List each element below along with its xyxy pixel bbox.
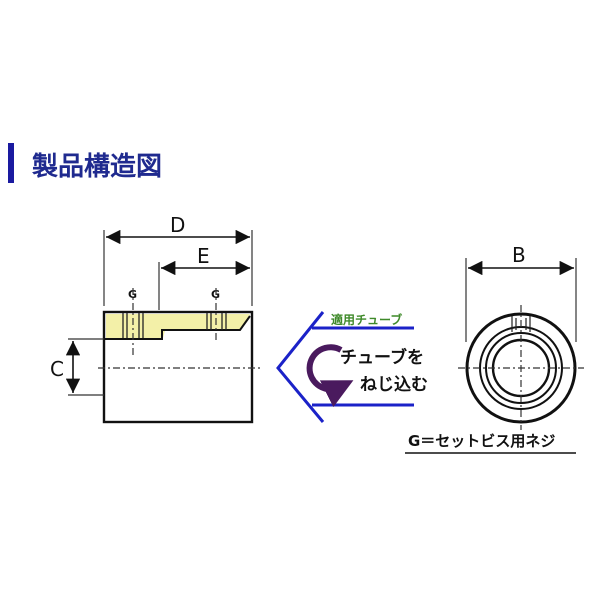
dimension-d-label: D <box>170 213 185 237</box>
section-title: 製品構造図 <box>32 152 162 182</box>
chevron-arrow-icon <box>276 311 325 423</box>
instruction-line-1: チューブを <box>340 347 424 368</box>
insertion-guide: 適用チューブ チューブを ねじ込む <box>276 311 428 423</box>
front-view: B <box>458 243 584 430</box>
body-outline <box>102 310 254 424</box>
threaded-section <box>106 314 250 338</box>
dimension-c-label: C <box>50 357 64 381</box>
instruction-line-2: ねじ込む <box>360 375 428 395</box>
title-accent-bar <box>8 143 14 183</box>
screw-legend: G＝セットビス用ネジ <box>408 432 555 450</box>
side-view: D E G G C <box>50 213 262 424</box>
dimension-b-label: B <box>512 243 526 267</box>
tube-label: 適用チューブ <box>331 312 402 327</box>
rotate-arrow-icon <box>306 344 354 408</box>
dimension-e-label: E <box>197 244 210 268</box>
